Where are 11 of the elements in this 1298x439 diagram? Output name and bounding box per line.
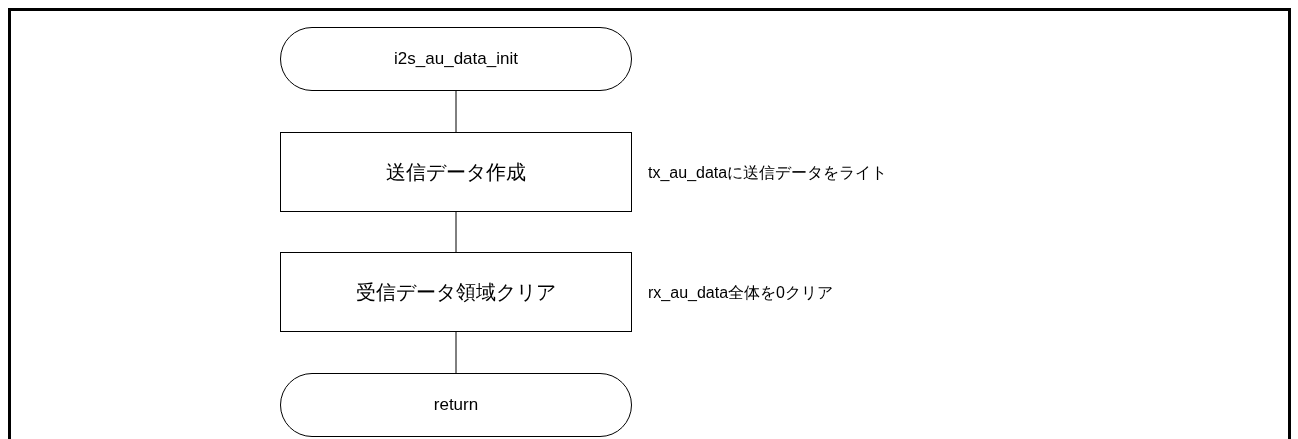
connector-line <box>455 331 457 374</box>
connector-line <box>455 211 457 253</box>
process-box <box>280 132 632 212</box>
annotation-text: rx_au_data全体を0クリア <box>648 283 833 303</box>
annotation-text: tx_au_dataに送信データをライト <box>648 163 888 183</box>
node-label: return <box>433 394 479 417</box>
node-label: i2s_au_data_init <box>394 48 518 71</box>
process-box <box>280 252 632 332</box>
node-label: 送信データ作成 <box>386 160 526 185</box>
node-label: 受信データ領域クリア <box>356 280 556 305</box>
connector-line <box>455 90 457 133</box>
